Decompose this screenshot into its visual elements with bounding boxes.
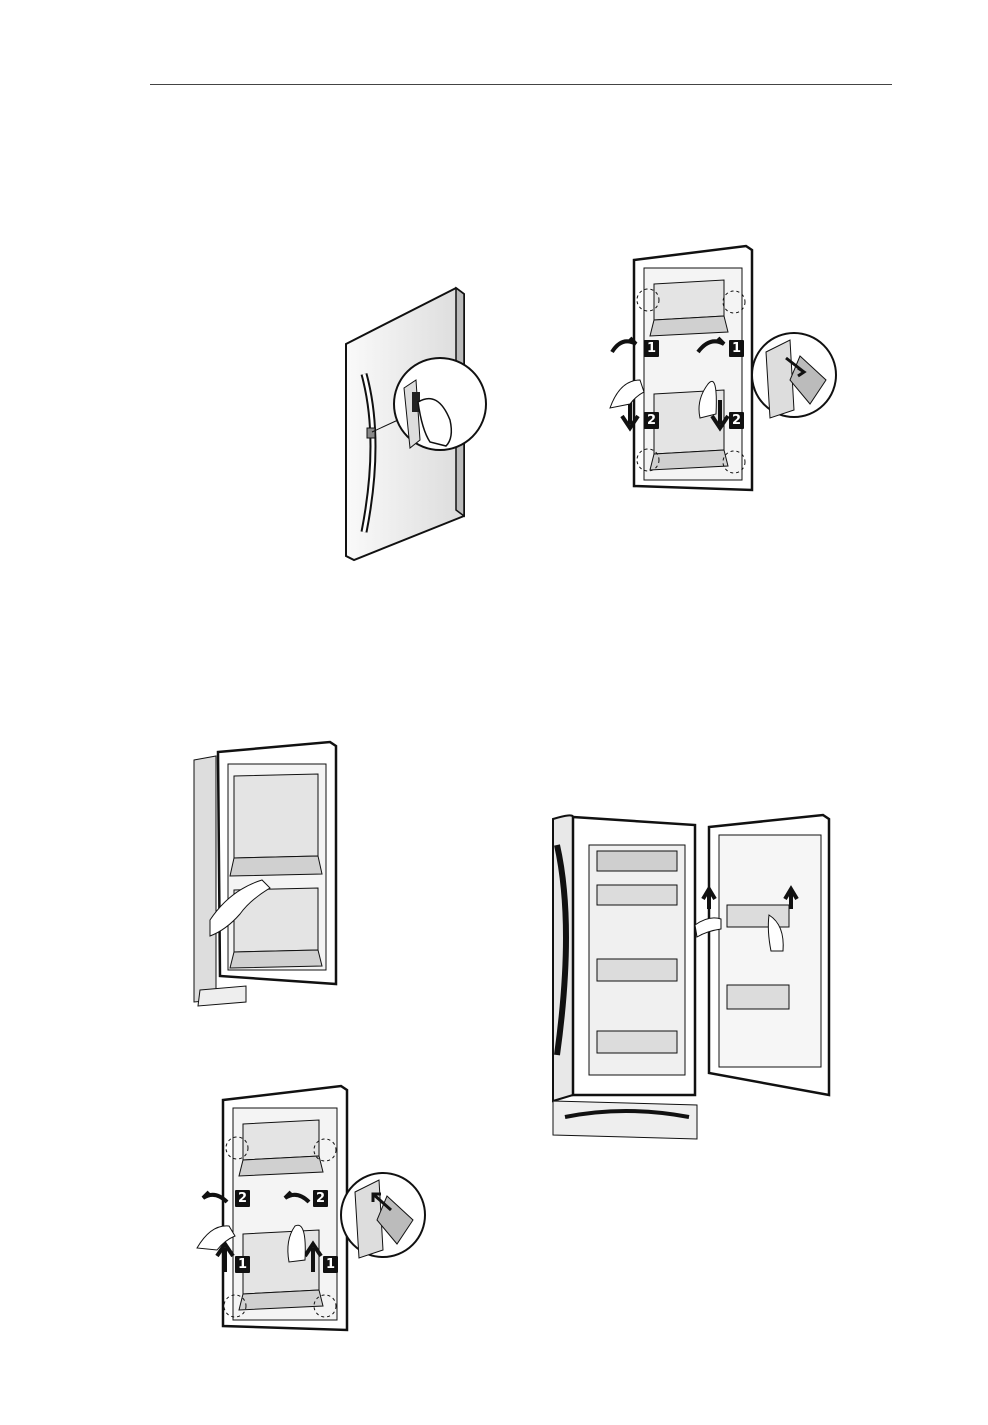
- figure-door-button: [330, 280, 500, 570]
- step-badge-2: 2: [235, 1190, 250, 1207]
- step-badge-2: 2: [644, 412, 659, 429]
- step-badge-2: 2: [313, 1190, 328, 1207]
- figure-install-tray-bottom: [195, 1080, 435, 1340]
- step-badge-1: 1: [323, 1256, 338, 1273]
- figure-fridge-lift-bins: [545, 805, 845, 1145]
- step-badge-1: 1: [644, 340, 659, 357]
- step-badge-1: 1: [729, 340, 744, 357]
- step-badge-2: 2: [729, 412, 744, 429]
- figure-open-door-hand: [190, 740, 350, 1010]
- header-rule: [150, 84, 892, 85]
- step-badge-1: 1: [235, 1256, 250, 1273]
- figure-remove-tray-top: [600, 240, 840, 500]
- arrow-icon: [612, 338, 636, 352]
